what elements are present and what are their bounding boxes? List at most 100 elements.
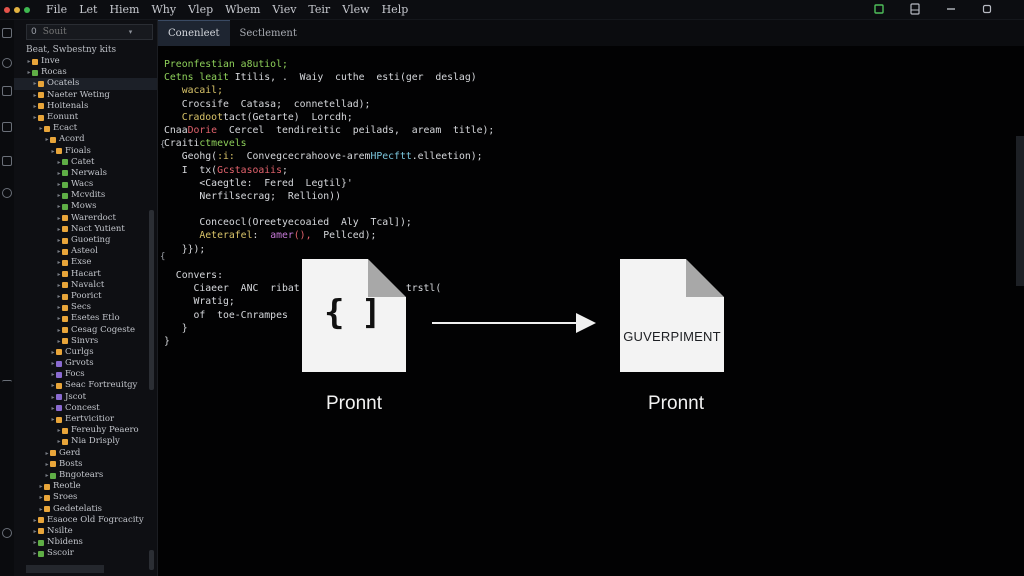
- chevron-right-icon[interactable]: ▸: [51, 416, 55, 423]
- tree-item[interactable]: ▸Rocas: [14, 67, 157, 78]
- tree-item[interactable]: ▸Bngotears: [14, 470, 157, 481]
- chevron-right-icon[interactable]: ▸: [51, 393, 55, 401]
- chevron-right-icon[interactable]: ▸: [51, 382, 55, 390]
- source-control-icon[interactable]: [2, 86, 12, 96]
- menu-item-4[interactable]: Vlep: [188, 3, 214, 16]
- tree-item[interactable]: ▸Acord: [14, 134, 157, 145]
- explorer-search-input[interactable]: [42, 27, 123, 37]
- chevron-right-icon[interactable]: ▸: [27, 69, 31, 77]
- chevron-right-icon[interactable]: ▸: [57, 214, 61, 222]
- tree-item[interactable]: ▸Sinvrs: [14, 336, 157, 347]
- chevron-right-icon[interactable]: ▸: [51, 371, 55, 379]
- chevron-right-icon[interactable]: ▸: [57, 438, 61, 446]
- chevron-right-icon[interactable]: ▸: [33, 539, 37, 547]
- maximize-icon[interactable]: [980, 2, 994, 16]
- editor-scrollbar[interactable]: [1016, 136, 1024, 286]
- chevron-right-icon[interactable]: ▸: [57, 326, 61, 334]
- chevron-right-icon[interactable]: ▸: [57, 270, 61, 278]
- tree-item[interactable]: ▸Guoeting: [14, 235, 157, 246]
- tree-item[interactable]: ▸Jscot: [14, 392, 157, 403]
- tree-item[interactable]: ▸Catet: [14, 157, 157, 168]
- chevron-right-icon[interactable]: ▸: [57, 281, 61, 289]
- tree-item[interactable]: ▸Naeter Weting: [14, 90, 157, 101]
- tree-item[interactable]: ▸Ecact: [14, 123, 157, 134]
- tree-item[interactable]: ▸Reotle: [14, 481, 157, 492]
- chevron-right-icon[interactable]: ▸: [45, 449, 49, 457]
- chevron-right-icon[interactable]: ▸: [51, 404, 55, 412]
- chevron-right-icon[interactable]: ▸: [57, 259, 61, 267]
- tree-item[interactable]: ▸Nsilte: [14, 526, 157, 537]
- chevron-right-icon[interactable]: ▸: [57, 225, 61, 233]
- tree-item[interactable]: ▸Mows: [14, 201, 157, 212]
- menu-item-1[interactable]: Let: [79, 3, 98, 16]
- sidebar-scrollbar[interactable]: [149, 210, 154, 390]
- tree-item[interactable]: ▸Poorict: [14, 291, 157, 302]
- chevron-right-icon[interactable]: ▸: [57, 158, 61, 166]
- tree-item[interactable]: ▸Concest: [14, 403, 157, 414]
- chevron-right-icon[interactable]: ▸: [33, 516, 37, 524]
- tree-item[interactable]: ▸Hacart: [14, 269, 157, 280]
- extensions-icon[interactable]: [2, 156, 12, 166]
- tree-item[interactable]: ▸Wacs: [14, 179, 157, 190]
- chevron-right-icon[interactable]: ▸: [57, 181, 61, 189]
- chevron-right-icon[interactable]: ▸: [27, 58, 31, 65]
- tree-item[interactable]: ▸Sroes: [14, 492, 157, 503]
- minimize-icon[interactable]: [944, 2, 958, 16]
- menu-item-6[interactable]: Viev: [272, 3, 297, 16]
- tree-item[interactable]: ▸Fioals: [14, 146, 157, 157]
- chevron-right-icon[interactable]: ▸: [39, 125, 43, 133]
- tree-item[interactable]: ▸Grvots: [14, 358, 157, 369]
- tree-item[interactable]: ▸Navalct: [14, 280, 157, 291]
- tree-item[interactable]: ▸Curlgs: [14, 347, 157, 358]
- tree-item[interactable]: ▸Eertvicitior: [14, 414, 157, 425]
- chevron-right-icon[interactable]: ▸: [33, 527, 37, 535]
- chevron-right-icon[interactable]: ▸: [57, 169, 61, 177]
- menu-item-2[interactable]: Hiem: [109, 3, 140, 16]
- tree-item[interactable]: ▸Seac Fortreuitgy: [14, 380, 157, 391]
- chevron-right-icon[interactable]: ▸: [57, 337, 61, 345]
- run-icon[interactable]: [872, 2, 886, 16]
- chevron-right-icon[interactable]: ▸: [51, 147, 55, 155]
- tree-item[interactable]: ▸Exse: [14, 257, 157, 268]
- explorer-icon[interactable]: [2, 28, 12, 38]
- tree-item[interactable]: ▸Nact Yutient: [14, 224, 157, 235]
- sidebar-horizontal-scrollbar[interactable]: [26, 565, 104, 573]
- minimize-dot-icon[interactable]: [14, 6, 20, 13]
- chevron-right-icon[interactable]: ▸: [57, 315, 61, 323]
- chevron-right-icon[interactable]: ▸: [57, 304, 61, 312]
- tree-item[interactable]: ▸Gerd: [14, 448, 157, 459]
- chevron-right-icon[interactable]: ▸: [57, 427, 61, 435]
- maximize-dot-icon[interactable]: [24, 6, 30, 13]
- chevron-down-icon[interactable]: ▾: [128, 28, 133, 36]
- chevron-right-icon[interactable]: ▸: [45, 471, 49, 479]
- tree-item[interactable]: ▸Sscoir: [14, 548, 157, 559]
- chevron-right-icon[interactable]: ▸: [33, 113, 37, 121]
- debug-icon[interactable]: [2, 122, 12, 132]
- chevron-right-icon[interactable]: ▸: [57, 203, 61, 211]
- menu-item-5[interactable]: Wbem: [225, 3, 261, 16]
- chevron-right-icon[interactable]: ▸: [57, 237, 61, 244]
- chevron-right-icon[interactable]: ▸: [33, 91, 37, 99]
- chevron-right-icon[interactable]: ▸: [51, 360, 55, 368]
- fold-gutter-icon[interactable]: {: [160, 140, 166, 150]
- tree-item[interactable]: ▸Nerwals: [14, 168, 157, 179]
- tree-item[interactable]: ▸Inve: [14, 56, 157, 67]
- menu-item-3[interactable]: Why: [151, 3, 177, 16]
- code-content[interactable]: Preonfestian a8utiol;Cetns leait Itilis,…: [164, 58, 494, 348]
- chevron-right-icon[interactable]: ▸: [57, 248, 61, 256]
- explorer-search[interactable]: 0 ▾: [26, 24, 153, 40]
- tree-item[interactable]: ▸Hoitenals: [14, 101, 157, 112]
- chevron-right-icon[interactable]: ▸: [51, 348, 55, 356]
- split-icon[interactable]: [908, 2, 922, 16]
- chevron-right-icon[interactable]: ▸: [45, 460, 49, 468]
- tree-item[interactable]: ▸Asteol: [14, 246, 157, 257]
- chevron-right-icon[interactable]: ▸: [45, 136, 49, 144]
- tree-item[interactable]: ▸Nia Drisply: [14, 436, 157, 447]
- tree-item[interactable]: ▸Warerdoct: [14, 213, 157, 224]
- tree-item[interactable]: ▸Mcvdits: [14, 190, 157, 201]
- tree-item[interactable]: ▸Cesag Cogeste: [14, 325, 157, 336]
- chevron-right-icon[interactable]: ▸: [33, 550, 37, 558]
- fold-gutter-icon[interactable]: {: [160, 252, 166, 262]
- tree-item[interactable]: ▸Bosts: [14, 459, 157, 470]
- tree-item[interactable]: ▸Focs: [14, 369, 157, 380]
